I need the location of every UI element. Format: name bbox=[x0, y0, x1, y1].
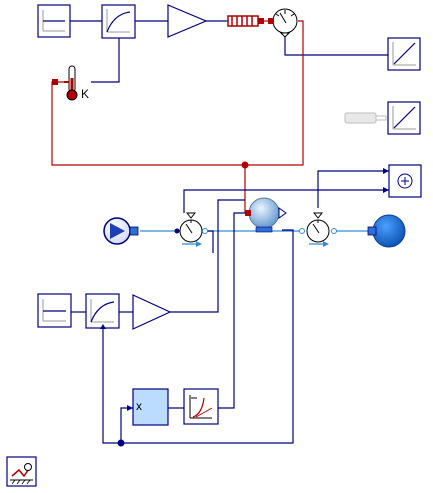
wire-layer bbox=[51, 20, 389, 447]
thermal-junction bbox=[241, 161, 249, 169]
plotter-block-1[interactable] bbox=[387, 37, 421, 71]
temperature-input-block[interactable] bbox=[344, 112, 387, 124]
thermometer-icon bbox=[64, 65, 78, 101]
thermometer-unit-label: K bbox=[81, 87, 89, 101]
system-block[interactable] bbox=[6, 456, 37, 487]
ramp-source-icon bbox=[42, 299, 66, 322]
thermometer-block[interactable]: K bbox=[52, 65, 89, 101]
signal-wire bbox=[120, 407, 133, 443]
signal-wire bbox=[91, 38, 120, 83]
pump-icon bbox=[103, 217, 131, 245]
ramp-source-block-2[interactable] bbox=[37, 293, 72, 328]
thermal-wire bbox=[51, 20, 304, 166]
signal-wire bbox=[183, 189, 389, 213]
ramp-source-icon bbox=[42, 10, 65, 32]
product-block[interactable]: x bbox=[127, 388, 169, 426]
valve-block-1[interactable] bbox=[174, 212, 208, 247]
pump-block[interactable] bbox=[103, 217, 139, 245]
gain-block-1[interactable] bbox=[167, 4, 208, 38]
system-icon bbox=[10, 463, 33, 485]
signal-junction bbox=[117, 439, 125, 447]
signal-wire bbox=[218, 212, 245, 409]
gain-block-2[interactable] bbox=[132, 294, 172, 330]
first-order-block-2[interactable] bbox=[85, 293, 120, 329]
signal-wire bbox=[170, 199, 245, 313]
valve-icon bbox=[179, 212, 203, 247]
heater-icon bbox=[227, 15, 264, 27]
valve-block-2[interactable] bbox=[299, 212, 337, 247]
temperature-sensor-block[interactable] bbox=[268, 8, 298, 38]
heat-flow-block[interactable] bbox=[183, 388, 219, 425]
heater-block[interactable] bbox=[227, 15, 264, 27]
valve-icon bbox=[306, 212, 330, 247]
mixing-volume-icon bbox=[248, 197, 280, 229]
product-label: x bbox=[136, 399, 142, 413]
first-order-icon bbox=[90, 299, 115, 323]
signal-wire bbox=[317, 170, 389, 208]
first-order-icon bbox=[106, 9, 131, 33]
heat-flow-icon bbox=[189, 395, 213, 419]
signal-wire bbox=[284, 35, 388, 56]
sink-boundary-block[interactable] bbox=[367, 214, 406, 248]
signal-wire bbox=[207, 230, 214, 253]
sink-boundary-icon bbox=[372, 214, 406, 248]
signal-wire bbox=[102, 229, 294, 444]
plotter-block-2[interactable] bbox=[387, 101, 421, 135]
plotter-icon bbox=[392, 106, 416, 130]
ramp-source-block-1[interactable] bbox=[37, 4, 71, 38]
add-block[interactable] bbox=[383, 164, 422, 198]
first-order-block-1[interactable] bbox=[101, 4, 136, 39]
plotter-icon bbox=[392, 42, 416, 66]
mixing-volume-block[interactable] bbox=[245, 197, 287, 233]
